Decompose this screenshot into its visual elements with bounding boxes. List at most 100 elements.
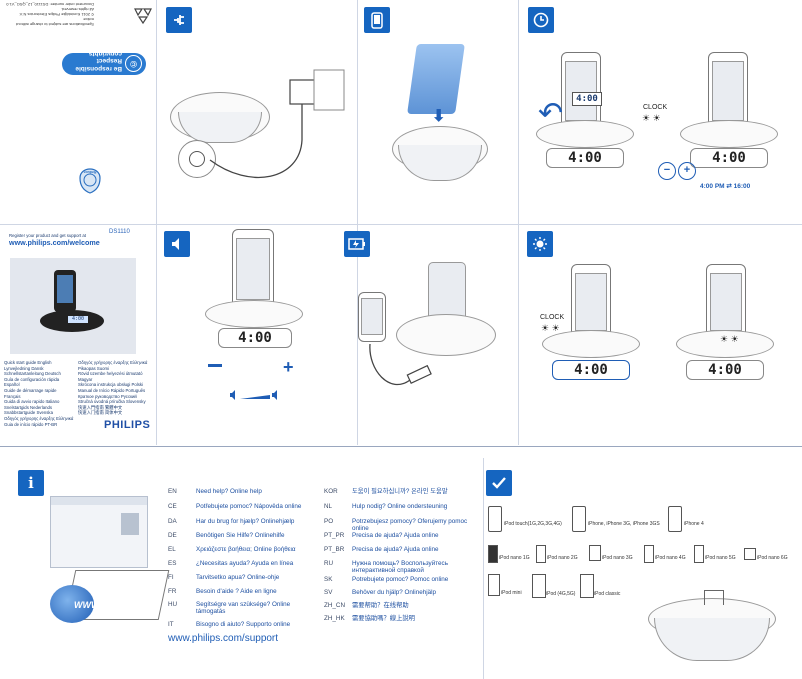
lang-code: ZH_CN <box>324 602 345 609</box>
ipod-mini-icon <box>488 574 500 596</box>
sun-icon: ☀ ☀ <box>720 334 739 344</box>
register-url[interactable]: www.philips.com/welcome <box>9 238 100 247</box>
arrow-down-icon: ⬇ <box>432 108 446 125</box>
small-print: Specifications are subject to change wit… <box>6 2 94 27</box>
qsg-lang: Quick start guide English <box>4 360 52 365</box>
quick-start-left: Quick start guide English Lynvejledning … <box>4 360 74 427</box>
docked-iphone <box>232 229 274 311</box>
front-cover: Register your product and get support at… <box>4 228 152 443</box>
info-icon: i <box>18 470 44 496</box>
device-label: iPod nano 4G <box>655 555 686 561</box>
help-text: Potřebujete pomoc? Nápověda online <box>196 503 302 510</box>
clock-callout: 4:00 <box>572 92 602 106</box>
power-cable <box>209 69 345 179</box>
lang-code: PT_PR <box>324 532 345 539</box>
fold-line <box>357 0 358 445</box>
ipod-nano-1g-icon <box>488 545 498 563</box>
respect-line-1: Be responsible <box>75 65 122 72</box>
ipod-classic-icon <box>580 574 594 598</box>
qsg-lang: Guía de configuración rápida Español <box>4 376 60 388</box>
support-url[interactable]: www.philips.com/support <box>168 633 279 644</box>
help-text: Нужна помощь? Воспользуйтесь интерактивн… <box>352 560 448 575</box>
help-text: Segítségre van szüksége? Online támogatá… <box>196 601 291 616</box>
lang-code: RU <box>324 560 334 567</box>
fold-line <box>0 224 802 225</box>
time-12h: 4:00 PM <box>700 183 725 190</box>
dock-base <box>398 145 482 181</box>
small-print-line: Specifications are subject to change wit… <box>16 17 94 27</box>
device-label: iPod nano 5G <box>705 555 736 561</box>
time-24h: 16:00 <box>733 183 751 190</box>
sun-icon: ☀ ☀ <box>642 113 661 123</box>
ipod-nano-4g-icon <box>644 545 654 563</box>
iphone-icon <box>572 506 586 532</box>
phone-icon <box>364 7 390 33</box>
dock-top <box>680 120 778 148</box>
lang-code: SV <box>324 589 333 596</box>
lang-code: HU <box>168 601 178 608</box>
qsg-lang: Rövid üzembe helyezési útmutató Magyar <box>78 371 143 382</box>
lang-code: DE <box>168 532 177 539</box>
help-text: Potrzebujesz pomocy? Oferujemy pomoc onl… <box>352 518 468 533</box>
phone-being-docked <box>407 44 465 114</box>
device-label: iPod classic <box>594 591 621 597</box>
respect-copyrights-badge: © Be responsible Respect copyrights <box>62 50 146 75</box>
qsg-lang: 快速入门指南 简体中文 <box>78 410 123 416</box>
arrow-curve-icon: ↶ <box>538 97 564 130</box>
ipod-nano-3g-icon <box>589 545 601 561</box>
lang-code: IT <box>168 621 174 628</box>
qsg-lang: Skrócona instrukcja obsługi Polski <box>78 382 143 388</box>
dock-base <box>654 618 770 661</box>
lang-code: ZH_HK <box>324 615 345 622</box>
ipod-nano-6g-icon <box>744 548 756 560</box>
device-label: iPhone, iPhone 3G, iPhone 3GS <box>588 521 660 527</box>
qsg-lang: Краткое руководство Русский <box>78 393 137 399</box>
help-text: Tarvitsetko apua? Online-ohje <box>196 574 280 581</box>
plus-button[interactable]: + <box>678 162 696 180</box>
help-text: 需要協助嗎？線上說明 <box>352 615 415 622</box>
device-label: iPhone 4 <box>684 521 704 527</box>
iphone-side <box>358 292 386 342</box>
volume-ramp-icon <box>230 390 277 400</box>
clock-display: 4:00 <box>546 148 624 168</box>
www-badge: WWW <box>74 600 100 610</box>
volume-down-icon[interactable] <box>208 364 222 367</box>
lang-code: FI <box>168 574 174 581</box>
speaker-icon <box>164 231 190 257</box>
clock-label: CLOCK <box>540 314 565 321</box>
clock-display: 4:00 <box>686 360 764 380</box>
browser-bar <box>51 497 147 505</box>
device-label: iPod mini <box>501 590 522 596</box>
volume-up-icon[interactable]: + <box>283 357 294 377</box>
eco-label: Reduce <box>83 170 97 174</box>
help-text: Potrebujete pomoc? Pomoc online <box>352 576 449 583</box>
copyright-icon: © <box>125 55 142 72</box>
battery-icon <box>344 231 370 257</box>
help-text: Behöver du hjälp? Onlinehjälp <box>352 589 437 596</box>
site-photo <box>121 513 139 535</box>
fold-line <box>156 0 157 445</box>
clock-display-bright: 4:00 <box>552 360 630 380</box>
clock-icon <box>528 7 554 33</box>
back-cover: Specifications are subject to change wit… <box>4 2 152 219</box>
qsg-lang: Manual de Início Rápido Português <box>78 387 146 393</box>
device-label: iPod nano 3G <box>602 555 633 561</box>
swap-arrows-icon: ⇄ <box>726 183 732 190</box>
docked-iphone <box>706 264 746 342</box>
qsg-lang: Οδηγός γρήγορης έναρξης Ελληνικά <box>78 360 148 365</box>
eco-logo: Reduce <box>78 168 102 194</box>
website-screenshot <box>50 496 148 568</box>
ipod-4g5g-icon <box>532 574 546 598</box>
help-text: Har du brug for hjælp? Onlinehjælp <box>196 518 295 525</box>
dock-top <box>542 330 640 358</box>
recycle-icon <box>134 7 152 25</box>
minus-button[interactable]: − <box>658 162 676 180</box>
lang-code: SK <box>324 576 333 583</box>
lang-code: EN <box>168 488 177 495</box>
qsg-lang: Guia de início rápido PT-BR <box>4 421 58 427</box>
qsg-lang: Οδηγός γρήγορης έναρξης Ελληνικά <box>4 415 74 421</box>
iphone4-icon <box>668 506 682 532</box>
help-text: Bisogno di aiuto? Supporto online <box>196 621 291 628</box>
fold-line <box>518 0 519 445</box>
fold-line <box>483 458 484 679</box>
